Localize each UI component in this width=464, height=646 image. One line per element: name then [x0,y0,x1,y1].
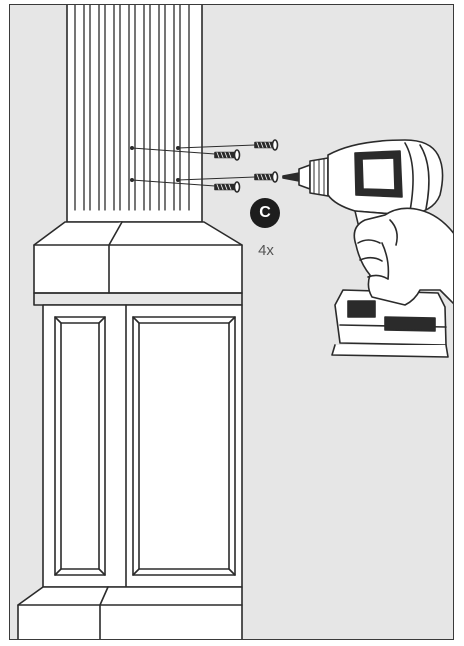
step-badge: C [250,198,280,228]
illustration [17,5,453,639]
screw-icon [214,139,279,193]
hand-icon [353,207,453,306]
quantity-label: 4x [258,242,274,259]
instruction-panel: C 4x [9,4,454,640]
step-label: C [259,204,271,221]
leader-lines [131,144,256,187]
column-icon [17,5,243,639]
